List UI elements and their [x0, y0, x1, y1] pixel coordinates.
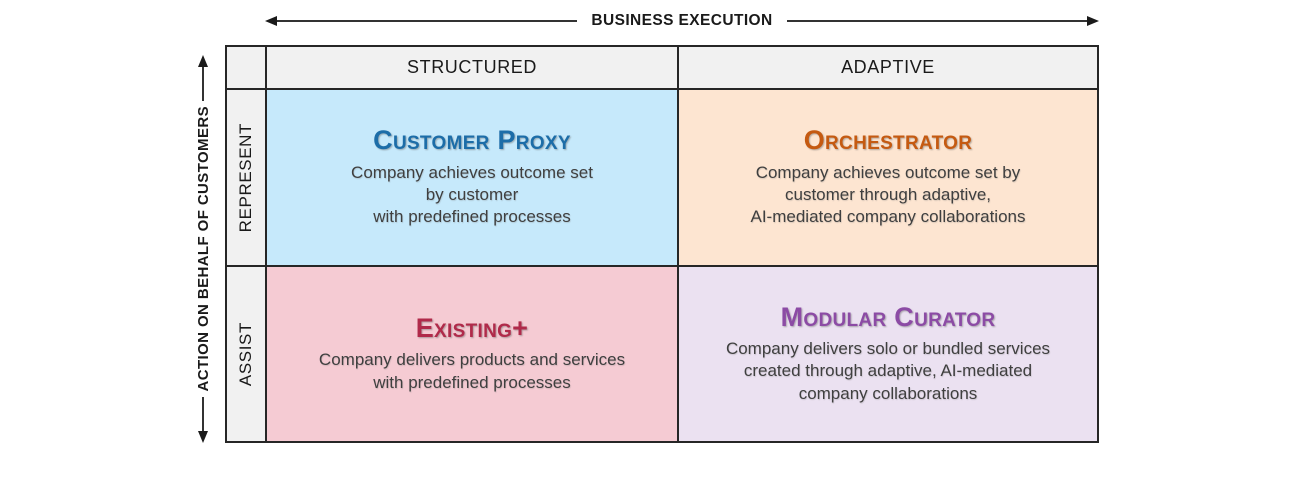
- action-on-behalf-axis: ACTION ON BEHALF OF CUSTOMERS: [188, 55, 218, 443]
- row-header-represent: REPRESENT: [227, 90, 267, 267]
- row-header-represent-label: REPRESENT: [236, 122, 255, 233]
- quadrant-description-customer-proxy: Company achieves outcome set by customer…: [351, 162, 593, 227]
- quadrant-description-modular-curator: Company delivers solo or bundled service…: [725, 339, 1051, 403]
- quadrant-orchestrator: Orchestrator Company achieves outcome se…: [679, 90, 1097, 267]
- arrow-left-icon: [265, 16, 277, 26]
- column-header-structured: STRUCTURED: [267, 47, 679, 90]
- quadrant-description-existing-plus: Company delivers products and services w…: [318, 350, 626, 392]
- arrow-down-icon: [198, 431, 208, 443]
- axis-line-bottom: [202, 396, 204, 431]
- row-header-assist: ASSIST: [227, 267, 267, 441]
- axis-line-top: [202, 67, 204, 102]
- action-on-behalf-label: ACTION ON BEHALF OF CUSTOMERS: [194, 106, 212, 392]
- business-execution-label: BUSINESS EXECUTION: [591, 12, 773, 29]
- row-header-assist-label: ASSIST: [236, 321, 255, 387]
- quadrant-customer-proxy: Customer Proxy Company achieves outcome …: [267, 90, 679, 267]
- corner-cell: [227, 47, 267, 90]
- quadrant-description-orchestrator: Company achieves outcome set by customer…: [750, 162, 1026, 227]
- quadrant-modular-curator: Modular Curator Company delivers solo or…: [679, 267, 1097, 441]
- quadrant-title-modular-curator: Modular Curator: [780, 301, 996, 332]
- quadrant-title-existing-plus: Existing+: [415, 312, 529, 343]
- matrix-table: STRUCTURED ADAPTIVE REPRESENT Customer P…: [225, 45, 1099, 443]
- column-header-adaptive: ADAPTIVE: [679, 47, 1097, 90]
- axis-line-left: [277, 20, 578, 22]
- arrow-up-icon: [198, 55, 208, 67]
- quadrant-title-orchestrator: Orchestrator: [803, 125, 973, 156]
- quadrant-title-customer-proxy: Customer Proxy: [373, 125, 571, 156]
- axis-line-right: [786, 20, 1087, 22]
- arrow-right-icon: [1087, 16, 1099, 26]
- business-execution-axis: BUSINESS EXECUTION: [265, 10, 1099, 32]
- quadrant-existing-plus: Existing+ Company delivers products and …: [267, 267, 679, 441]
